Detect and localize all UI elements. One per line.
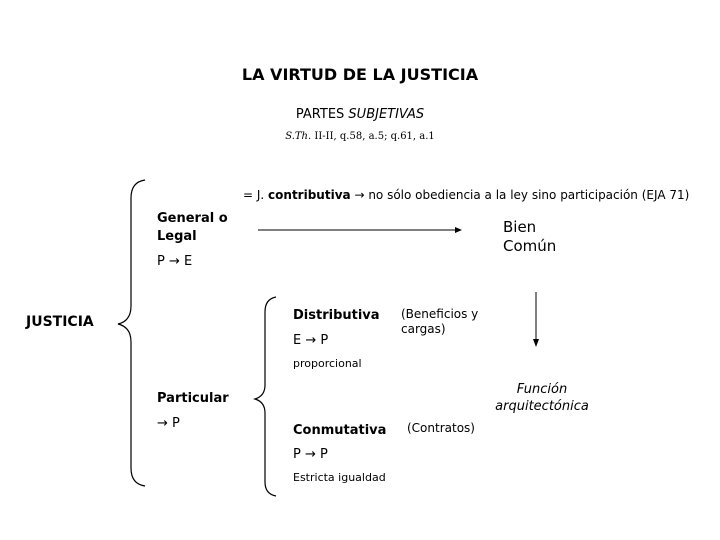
subtitle-prefix: PARTES: [295, 107, 349, 122]
general-note-keyword: contributiva: [268, 188, 351, 202]
distributiva-aside-line2: cargas): [401, 322, 446, 336]
general-note-rest: no sólo obediencia a la ley sino partici…: [368, 188, 690, 202]
general-note-arrow: →: [350, 188, 369, 202]
particular-brace: [252, 296, 277, 497]
particular-formula: → P: [157, 416, 180, 431]
general-note: = J. contributiva → no sólo obediencia a…: [243, 188, 689, 202]
general-formula: P → E: [157, 254, 193, 269]
distributiva-formula: E → P: [293, 333, 329, 348]
distributiva-note: proporcional: [293, 357, 362, 370]
bien-comun-line2: Común: [503, 237, 557, 255]
general-label-line2: Legal: [157, 229, 197, 244]
funcion-line1: Función: [516, 382, 568, 397]
subtitle: PARTES SUBJETIVAS: [0, 107, 720, 122]
distributiva-label: Distributiva: [293, 308, 380, 323]
bien-comun-line1: Bien: [503, 218, 537, 236]
conmutativa-formula: P → P: [293, 447, 328, 462]
reference-emphasis: S.Th.: [285, 131, 312, 142]
conmutativa-label: Conmutativa: [293, 423, 387, 438]
funcion-line2: arquitectónica: [495, 399, 589, 414]
subtitle-emphasis: SUBJETIVAS: [348, 107, 425, 122]
conmutativa-aside: (Contratos): [407, 421, 475, 435]
distributiva-aside-line1: (Beneficios y: [401, 307, 479, 321]
general-arrowhead: [455, 227, 462, 233]
reference-rest: II-II, q.58, a.5; q.61, a.1: [311, 131, 435, 142]
root-label: JUSTICIA: [26, 314, 94, 330]
particular-label: Particular: [157, 391, 229, 406]
vertical-arrowhead: [533, 339, 539, 347]
slide-title: LA VIRTUD DE LA JUSTICIA: [241, 65, 479, 84]
reference: S.Th. II-II, q.58, a.5; q.61, a.1: [0, 131, 720, 142]
conmutativa-note: Estricta igualdad: [293, 471, 386, 484]
general-note-prefix: = J.: [243, 188, 269, 202]
justicia-brace: [117, 179, 146, 487]
general-label-line1: General o: [157, 211, 228, 226]
